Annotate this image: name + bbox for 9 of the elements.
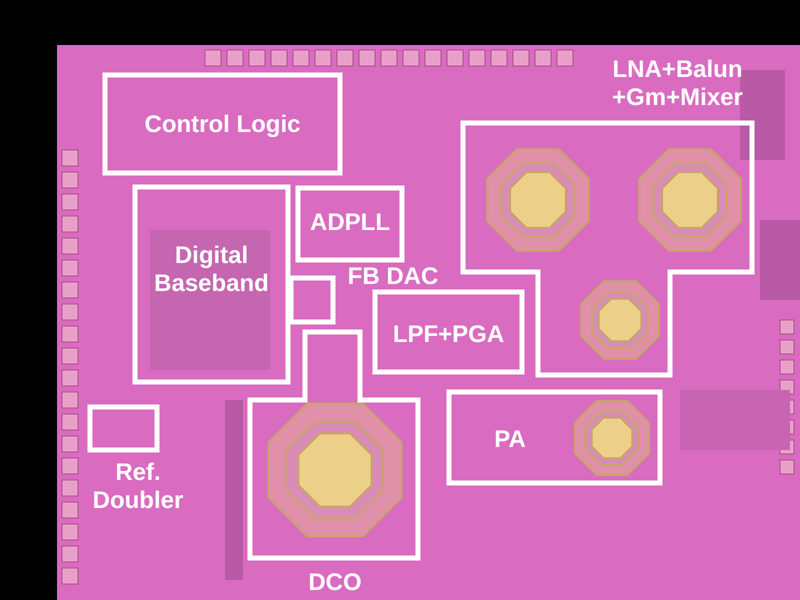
- block-label: Ref. Doubler: [92, 459, 184, 515]
- block-label: Digital Baseband: [153, 242, 270, 298]
- block-label: FB DAC: [348, 263, 438, 291]
- block-label: PA: [494, 426, 526, 454]
- block-label: LPF+PGA: [392, 321, 504, 349]
- block-label: DCO: [308, 569, 362, 597]
- block-label: Control Logic: [144, 111, 300, 139]
- block-label: LNA+Balun +Gm+Mixer: [611, 56, 744, 112]
- block-label: ADPLL: [310, 209, 390, 237]
